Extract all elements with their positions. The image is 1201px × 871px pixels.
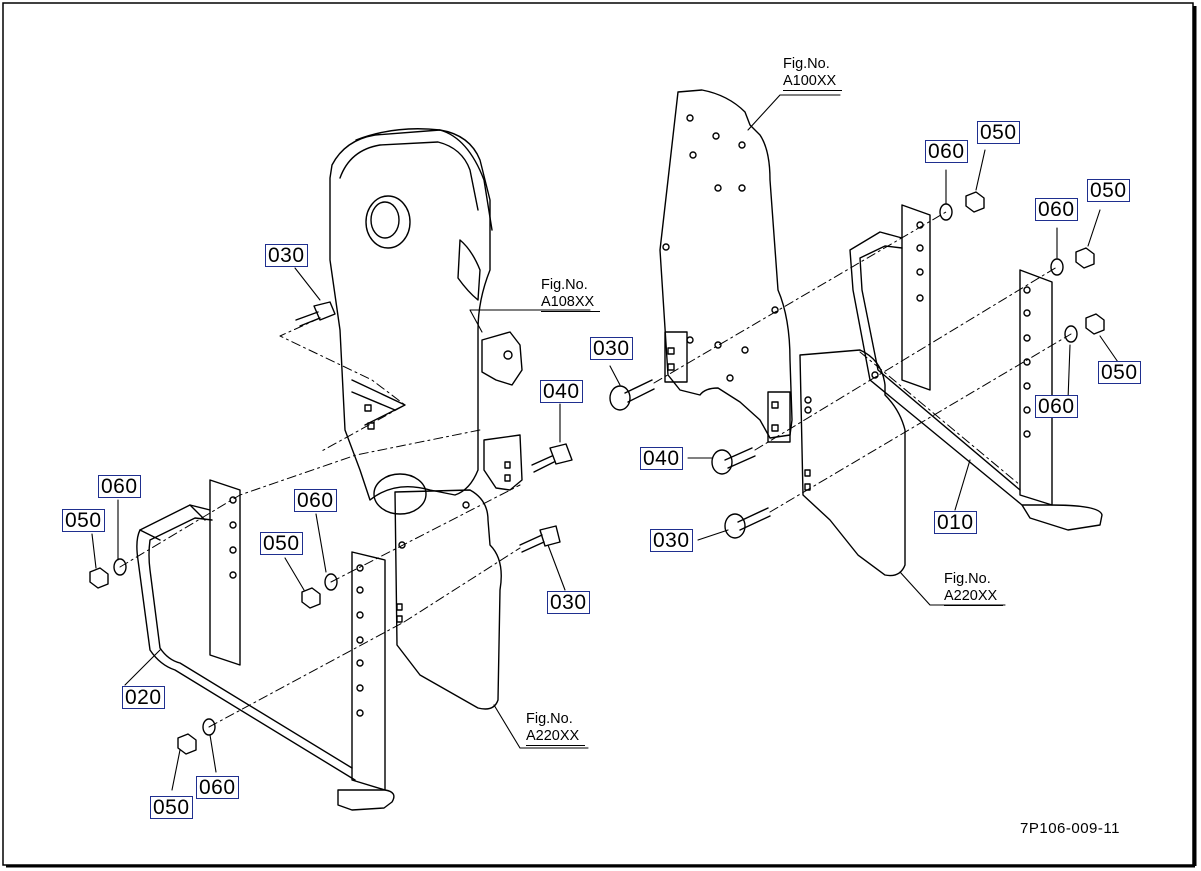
callout-050: 050	[260, 532, 303, 555]
leader-lines-left	[91, 267, 591, 791]
callout-050: 050	[150, 796, 193, 819]
callout-050: 050	[1098, 361, 1141, 384]
callout-060: 060	[294, 489, 337, 512]
callout-050: 050	[1087, 179, 1130, 202]
figure-ref-a220: Fig.No. A220XX	[944, 571, 1004, 606]
figure-ref-a100: Fig.No. A100XX	[783, 56, 843, 91]
figure-ref-line2: A108XX	[541, 294, 601, 312]
figure-ref-line1: Fig.No.	[944, 571, 991, 587]
bolts-nuts-right	[609, 191, 1105, 539]
bracket-a108	[481, 331, 523, 491]
stand-frame-020	[136, 479, 395, 811]
stand-frame-010	[849, 204, 1103, 531]
centerlines-left	[119, 317, 521, 728]
figure-ref-a220: Fig.No. A220XX	[526, 711, 586, 746]
callout-060: 060	[925, 140, 968, 163]
cover-plate-right	[799, 349, 906, 577]
figure-ref-a108: Fig.No. A108XX	[541, 277, 601, 312]
centerlines-right	[653, 211, 1072, 513]
callout-050: 050	[62, 509, 105, 532]
figure-ref-line1: Fig.No.	[541, 277, 588, 293]
callout-030: 030	[265, 244, 308, 267]
callout-030: 030	[547, 591, 590, 614]
cover-plate-left	[394, 489, 502, 710]
callout-030: 030	[590, 337, 633, 360]
callout-030: 030	[650, 529, 693, 552]
drawing-code: 7P106-009-11	[1020, 820, 1120, 837]
callout-060: 060	[196, 776, 239, 799]
callout-020: 020	[122, 686, 165, 709]
callout-040: 040	[640, 447, 683, 470]
figure-ref-line2: A100XX	[783, 73, 843, 91]
figure-ref-line2: A220XX	[526, 728, 586, 746]
callout-040: 040	[540, 380, 583, 403]
bolts-nuts-left	[89, 301, 573, 755]
figure-ref-line2: A220XX	[944, 588, 1004, 606]
callout-050: 050	[977, 121, 1020, 144]
callout-060: 060	[1035, 198, 1078, 221]
figure-ref-line1: Fig.No.	[526, 711, 573, 727]
callout-010: 010	[934, 511, 977, 534]
callout-060: 060	[1035, 395, 1078, 418]
callout-060: 060	[98, 475, 141, 498]
transmission-plate-a100	[659, 89, 793, 443]
chain-case-left	[329, 128, 493, 515]
figure-ref-line1: Fig.No.	[783, 56, 830, 72]
